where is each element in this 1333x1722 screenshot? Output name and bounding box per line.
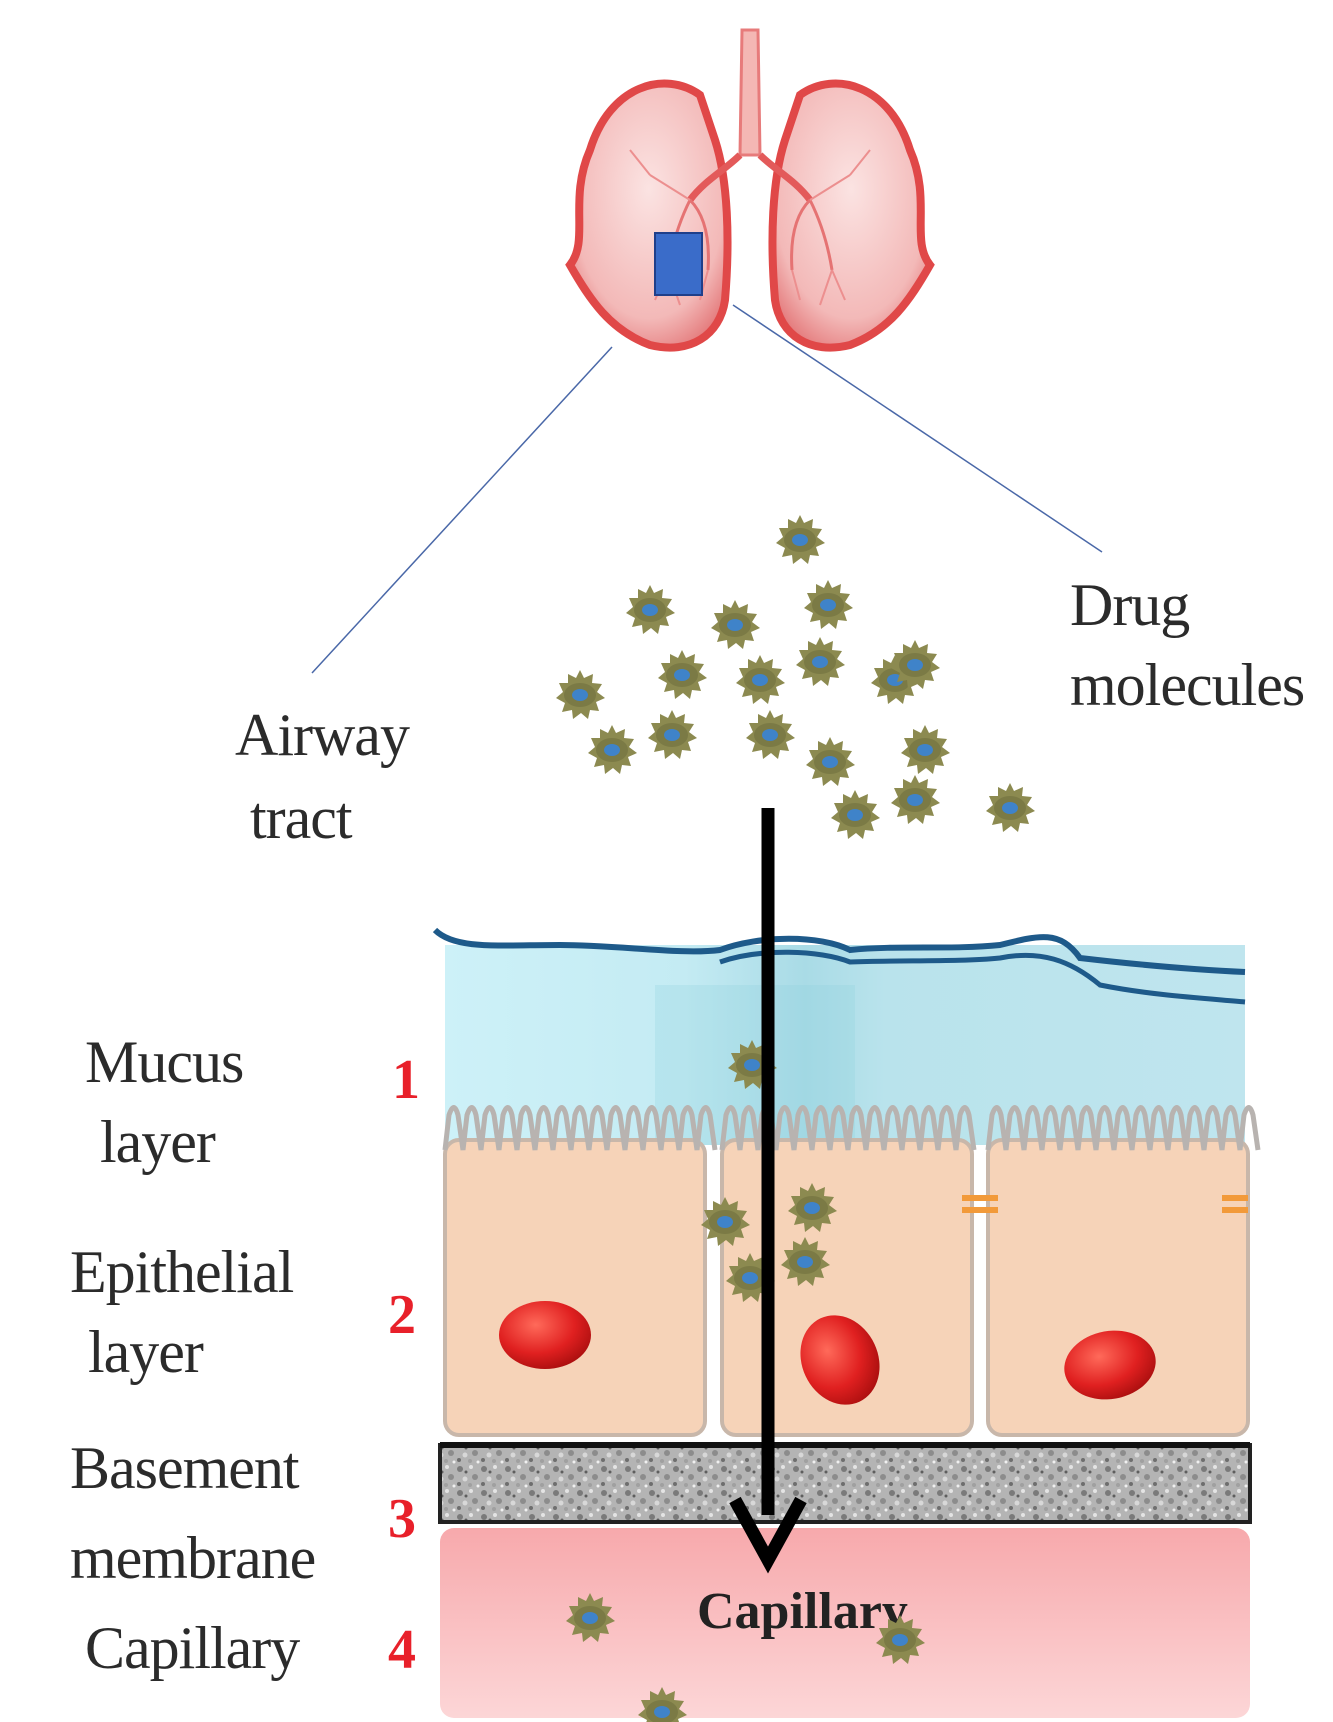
step-number-1: 1 — [392, 1049, 420, 1111]
basement-membrane-label-line1: Basement — [70, 1435, 300, 1501]
cell-nucleus-icon — [499, 1301, 591, 1369]
zoom-line-right — [733, 305, 1102, 552]
lungs-icon — [570, 30, 930, 348]
drug-particle-icon — [588, 725, 637, 774]
drug-particle-icon — [901, 725, 950, 774]
drug-particle-icon — [776, 515, 825, 564]
drug-particle-icon — [556, 670, 605, 719]
drug-particle-icon — [626, 585, 675, 634]
drug-particle-icon — [736, 655, 785, 704]
drug-particle-icon — [711, 600, 760, 649]
zoom-line-left — [312, 347, 612, 673]
drug-particle-icon — [804, 580, 853, 629]
mucus-layer-label-line2: layer — [100, 1109, 216, 1175]
step-number-2: 2 — [388, 1284, 416, 1346]
drug-particle-icon — [891, 775, 940, 824]
drug-particle-icon — [891, 640, 940, 689]
epithelial-layer-label-line2: layer — [88, 1319, 204, 1385]
drug-molecules-label-line1: Drug — [1070, 572, 1189, 638]
drug-particle-icon — [831, 790, 880, 839]
step-number-4: 4 — [388, 1619, 416, 1681]
drug-particle-icon — [796, 637, 845, 686]
drug-particle-icon — [648, 710, 697, 759]
airway-tract-label-line2: tract — [250, 785, 353, 851]
basement-membrane-layer — [440, 1445, 1250, 1522]
capillary-side-label: Capillary — [85, 1615, 300, 1681]
step-number-3: 3 — [388, 1488, 416, 1550]
drug-particle-icon — [986, 783, 1035, 832]
mucus-layer-label-line1: Mucus — [85, 1029, 243, 1095]
drug-molecules-label-line2: molecules — [1070, 652, 1304, 718]
drug-particle-icon — [658, 650, 707, 699]
airway-tract-label-line1: Airway — [235, 702, 410, 768]
drug-particle-icon — [746, 710, 795, 759]
basement-membrane-label-line2: membrane — [70, 1525, 315, 1591]
capillary-inner-label: Capillary — [697, 1583, 908, 1640]
epithelial-layer-label-line1: Epithelial — [70, 1239, 294, 1305]
drug-particle-icon — [806, 737, 855, 786]
